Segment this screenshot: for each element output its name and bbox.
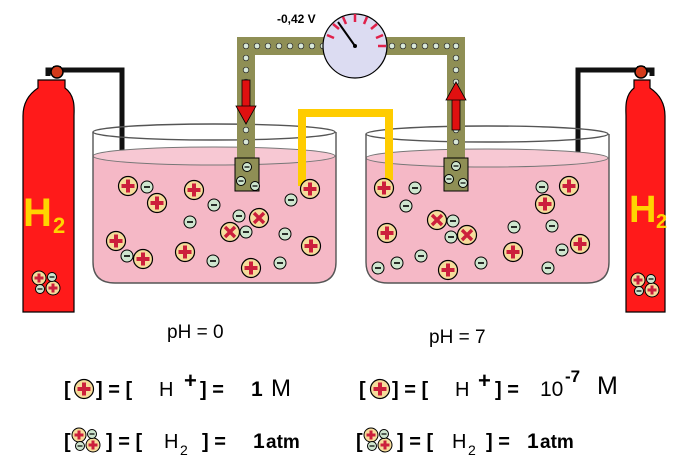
left-beaker bbox=[92, 123, 337, 284]
voltmeter-needle bbox=[337, 21, 356, 47]
eq-equals-bracket: ] = [ bbox=[106, 431, 142, 453]
eq-unit: atm bbox=[266, 432, 300, 453]
eq-equals-bracket: ] = [ bbox=[397, 431, 433, 453]
eq-bracket: [ bbox=[64, 379, 71, 401]
right-hydrogen-pressure-equation: [ ] = [ H 2 ] = 1 atm bbox=[356, 428, 574, 458]
right-hydrogen-cylinder: H 2 bbox=[575, 65, 667, 313]
h2-molecule-symbol bbox=[364, 428, 392, 452]
left-beaker-wall bbox=[92, 132, 337, 284]
left-solution bbox=[93, 156, 336, 283]
proton-symbol bbox=[369, 378, 391, 400]
voltmeter: -0,42 V bbox=[277, 12, 388, 79]
voltmeter-scale-ticks bbox=[326, 14, 386, 48]
h2-molecule-symbol bbox=[72, 428, 100, 452]
right-gas-tube bbox=[575, 67, 655, 170]
left-gas-tube bbox=[45, 67, 125, 170]
right-beaker-wall bbox=[365, 134, 610, 284]
eq-bracket: [ bbox=[356, 431, 363, 453]
left-valve-knob bbox=[50, 65, 64, 79]
eq-value: 1 bbox=[253, 430, 265, 453]
eq-value: 10 bbox=[540, 378, 563, 401]
right-beaker-rim bbox=[365, 125, 609, 143]
eq-unit: atm bbox=[540, 432, 574, 453]
proton-symbol bbox=[73, 378, 95, 400]
eq-h-symbol: H bbox=[452, 431, 466, 453]
left-proton-concentration-equation: [ ] = [ H + ] = 1 M bbox=[64, 368, 291, 402]
right-current-arrow bbox=[445, 81, 467, 131]
eq-subscript: 2 bbox=[468, 442, 476, 458]
eq-h-symbol: H bbox=[159, 379, 173, 401]
eq-value: 1 bbox=[527, 430, 539, 453]
eq-bracket-equals: ] = bbox=[486, 431, 510, 453]
right-electrode bbox=[443, 157, 469, 192]
left-ph-label: pH = 0 bbox=[167, 322, 224, 343]
eq-exponent: -7 bbox=[565, 367, 580, 386]
right-cylinder-label: H bbox=[629, 189, 656, 231]
eq-subscript: 2 bbox=[180, 442, 188, 458]
right-valve-knob bbox=[634, 65, 648, 79]
right-proton-concentration-equation: [ ] = [ H + ] = 10 -7 M bbox=[359, 367, 618, 401]
eq-h-symbol: H bbox=[164, 431, 178, 453]
left-cylinder-body bbox=[22, 79, 75, 313]
eq-value: 1 bbox=[251, 378, 263, 401]
eq-plus-superscript: + bbox=[184, 368, 197, 393]
right-solution-surface bbox=[365, 148, 609, 168]
left-beaker-rim bbox=[92, 123, 336, 141]
eq-bracket: [ bbox=[359, 379, 366, 401]
left-current-arrow bbox=[235, 79, 257, 125]
eq-unit: M bbox=[271, 375, 291, 402]
left-hydrogen-pressure-equation: [ ] = [ H 2 ] = 1 atm bbox=[64, 428, 300, 458]
right-solution bbox=[366, 158, 609, 283]
right-cylinder-body bbox=[625, 79, 666, 313]
eq-plus-superscript: + bbox=[478, 368, 491, 393]
right-beaker bbox=[365, 125, 610, 284]
eq-bracket-equals: ] = bbox=[200, 379, 224, 401]
left-electrode bbox=[234, 157, 260, 192]
eq-equals-bracket: ] = [ bbox=[392, 379, 428, 401]
eq-bracket-equals: ] = bbox=[202, 431, 226, 453]
voltage-reading: -0,42 V bbox=[277, 12, 316, 26]
left-cylinder-subscript: 2 bbox=[53, 213, 65, 238]
left-cylinder-label: H bbox=[23, 191, 52, 235]
eq-h-symbol: H bbox=[455, 379, 469, 401]
eq-bracket-equals: ] = bbox=[495, 379, 519, 401]
left-hydrogen-cylinder: H 2 bbox=[22, 65, 125, 313]
right-ph-label: pH = 7 bbox=[429, 327, 486, 348]
eq-unit: M bbox=[597, 372, 618, 400]
eq-bracket: [ bbox=[64, 431, 71, 453]
right-cylinder-subscript: 2 bbox=[656, 211, 667, 233]
eq-equals-bracket: ] = [ bbox=[96, 379, 132, 401]
salt-bridge bbox=[298, 109, 393, 186]
